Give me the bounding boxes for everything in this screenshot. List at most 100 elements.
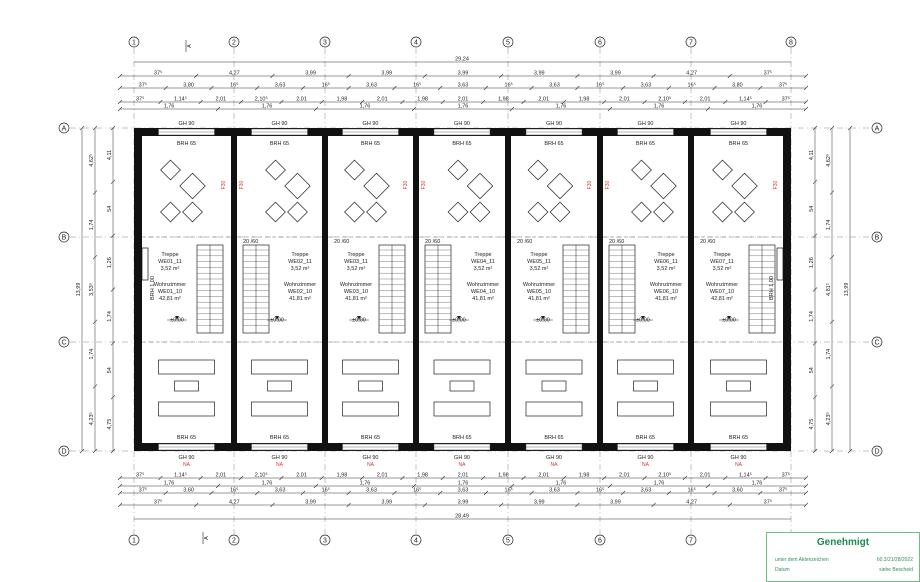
stamp-date-value: siehe Bescheid	[879, 567, 913, 573]
dim-top-row4-tick	[509, 106, 515, 112]
walls	[134, 128, 791, 451]
dim-top-row3-label: 1,98	[417, 97, 428, 103]
axis-label-col: 5	[506, 538, 510, 545]
party-wall	[322, 128, 328, 451]
dim-top-row3-tick	[602, 99, 607, 105]
dim-left-inner-label: 3,53⁵	[88, 283, 95, 296]
axis-bubble	[685, 36, 697, 48]
room-area-treppe: 3,52 m²	[657, 266, 676, 272]
stamp-row-reference: unter dem Aktenzeichen 60.3/21/28/2022	[775, 557, 913, 563]
dim-top-row3-tick	[561, 99, 567, 105]
axis-label-col: 4	[414, 538, 418, 545]
dim-top-row1-label: 3,99	[534, 71, 545, 77]
chair-symbol	[344, 159, 365, 181]
chair-symbol	[653, 201, 674, 223]
dim-top-row3-label: 2,01	[377, 97, 388, 103]
dim-left-inner-label: 1,74	[89, 220, 95, 231]
dim-bottom-row1-label: 1,14⁵	[739, 472, 752, 479]
room-id-wohnzimmer: WE01_10	[158, 289, 182, 295]
dim-bottom-row3-label: 37⁵	[139, 487, 147, 494]
dim-bottom-row2-tick	[117, 483, 123, 489]
dim-left-inner2-label: 1,26	[107, 257, 113, 268]
dim-right-inner-label: 4,62⁵	[825, 154, 832, 167]
sofa-symbol	[158, 359, 215, 375]
window-label-na: NA	[551, 462, 559, 468]
level-mark-label: ±0,00	[170, 318, 184, 324]
dim-bottom-row1-tick	[198, 475, 203, 481]
table-symbol	[546, 172, 574, 200]
dim-top-row2-tick	[483, 85, 489, 91]
window-label-bottom: GH 90	[731, 455, 747, 461]
dim-right-inner-tick	[829, 319, 835, 325]
dim-bottom-row1-tick	[682, 475, 688, 481]
table-symbol	[731, 172, 758, 200]
dim-top-row3-tick	[723, 99, 728, 105]
dim-bottom-row3-label: 16⁵	[687, 487, 695, 494]
room-label-treppe: Treppe	[347, 252, 364, 258]
stamp-row-date: Datum siehe Bescheid	[775, 567, 913, 573]
dim-top-row1-label: 3,99	[458, 71, 469, 77]
dim-left-inner2-label: 54	[107, 367, 113, 373]
dim-bottom-row1-label: 2,10⁵	[658, 472, 671, 479]
room-label-wohnzimmer: Wohnzimmer	[154, 282, 186, 288]
dim-bottom-row3-label: 37⁵	[779, 487, 787, 494]
dim-top-row2-label: 3,80	[183, 83, 194, 89]
dim-top-row4-tick	[313, 106, 319, 112]
window-label-bottom: GH 90	[272, 455, 288, 461]
dim-right-inner2-tick	[812, 287, 818, 292]
dim-bottom-row1-label: 37⁵	[782, 472, 790, 479]
fire-rating-label: F30	[403, 180, 409, 189]
dim-top-row2-tick	[620, 85, 626, 91]
dim-bottom-row1-label: 1,98	[498, 473, 509, 479]
axis-label-col: 5	[506, 40, 510, 47]
dim-bottom-row3-tick	[620, 490, 626, 496]
dim-bottom-row3-label: 16⁵	[230, 487, 238, 494]
dim-right-inner-tick	[829, 190, 835, 195]
coffee-table-symbol	[267, 380, 292, 392]
room-area-treppe: 3,52 m²	[161, 266, 180, 272]
wall-recess	[776, 247, 784, 281]
axis-label-row: D	[874, 449, 879, 456]
axis-bubble	[128, 36, 140, 48]
room-area-treppe: 3,52 m²	[347, 266, 366, 272]
dim-bottom-row1-label: 2,10⁵	[255, 472, 268, 479]
dim-top-row4-tick	[411, 106, 417, 112]
level-mark-arrow	[357, 316, 361, 320]
axis-bubble	[58, 336, 70, 348]
coffee-table-symbol	[541, 380, 567, 392]
dim-top-row3-label: 2,01	[619, 97, 630, 103]
room-id-wohnzimmer: WE07_10	[710, 289, 734, 295]
axis-label-row: C	[61, 340, 66, 347]
dim-right-inner2-tick	[812, 341, 818, 346]
dim-top-row3-tick	[117, 99, 123, 105]
dim-top-row2-label: 16⁵	[687, 82, 695, 89]
dim-top-row2-tick	[300, 85, 306, 91]
dim-bottom-row3-tick	[666, 490, 672, 496]
dim-top-row2-label: 3,63	[458, 83, 469, 89]
party-wall	[505, 128, 511, 451]
dim-top-row2-tick	[803, 85, 809, 91]
dim-bottom-row2-label: 1,76	[654, 481, 665, 487]
room-label-treppe: Treppe	[657, 252, 674, 258]
dim-top-row1-label: 3,99	[610, 71, 621, 77]
dim-top-row1-label: 3,99	[381, 71, 392, 77]
dim-top-row3-tick	[198, 99, 203, 105]
window-label-na: NA	[642, 462, 650, 468]
dim-right-inner-label: 1,74	[826, 220, 832, 231]
dim-left-inner2-label: 4,75	[107, 419, 113, 430]
dim-right-inner-tick	[829, 448, 835, 454]
chair-symbol	[344, 201, 365, 223]
dim-top-row3-label: 1,98	[579, 97, 590, 103]
coffee-table-symbol	[726, 380, 751, 392]
window-label-top: GH 90	[179, 121, 195, 127]
coffee-table-symbol	[449, 380, 475, 392]
dim-bottom-row4-tick	[575, 502, 580, 508]
dim-right-inner-tick	[829, 254, 835, 260]
fire-rating-label: F30	[221, 180, 227, 189]
dim-bottom-row1-tick	[602, 475, 607, 481]
room-area-wohnzimmer: 42,81 m²	[159, 296, 181, 302]
level-mark-arrow	[641, 316, 645, 320]
